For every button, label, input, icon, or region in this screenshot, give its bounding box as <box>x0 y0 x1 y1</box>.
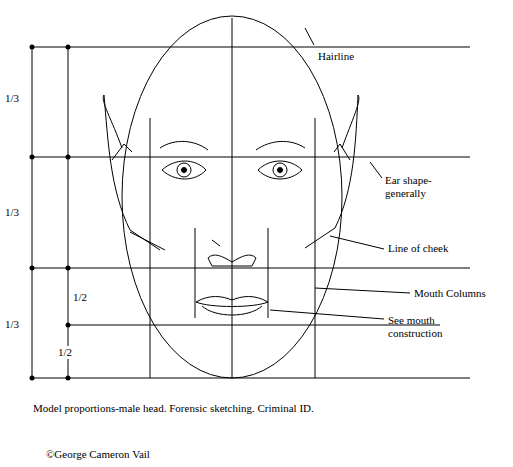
caption: Model proportions-male head. Forensic sk… <box>33 402 314 415</box>
copyright: ©George Cameron Vail <box>46 448 150 461</box>
proportion-label: 1/3 <box>5 206 19 219</box>
proportion-label: 1/2 <box>58 346 72 359</box>
callout-label: Mouth Columns <box>414 287 486 300</box>
proportion-label: 1/3 <box>5 92 19 105</box>
proportion-label: 1/2 <box>73 291 87 304</box>
callout-label: See mouth construction <box>388 314 466 340</box>
callout-label: Ear shape- generally <box>385 174 447 200</box>
proportion-label: 1/3 <box>5 318 19 331</box>
callout-label: Hairline <box>318 50 354 63</box>
callout-label: Line of cheek <box>388 242 448 255</box>
